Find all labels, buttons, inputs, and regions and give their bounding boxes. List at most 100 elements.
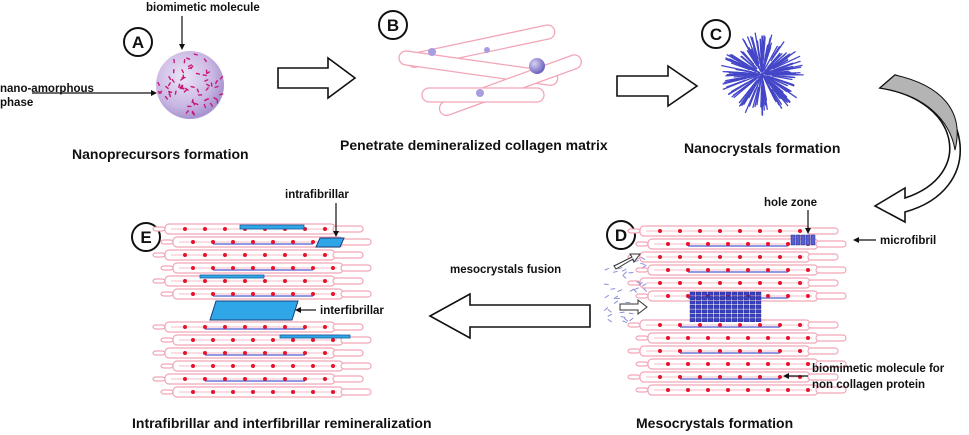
biomimetic-spike: [164, 95, 168, 100]
mesocrystal-unit: [737, 291, 744, 296]
mineral-dot: [806, 388, 810, 392]
mineral-dot: [263, 253, 267, 257]
fibril-tail: [807, 347, 839, 355]
mineral-dot: [706, 268, 710, 272]
hole-zone-crystals: [790, 234, 816, 246]
mineral-dot: [718, 323, 722, 327]
mesocrystal-unit: [707, 296, 714, 300]
spray-needle: [607, 318, 612, 323]
nanocrystal-needle: [741, 75, 762, 106]
mesocrystal-unit: [719, 313, 726, 318]
interfibrillar-pointer-head: [295, 307, 301, 313]
caption-d: Mesocrystals formation: [636, 415, 793, 431]
biomimetic-spike: [186, 57, 191, 60]
nanocrystal-needle: [764, 59, 789, 74]
mineral-dot: [746, 388, 750, 392]
mineral-dot: [666, 294, 670, 298]
biomimetic-molecule-label: biomimetic molecule: [146, 2, 260, 14]
nanocrystal-needle: [771, 88, 783, 105]
fibril-end: [152, 350, 166, 356]
biomimetic-spike: [195, 72, 201, 75]
mineral-dot: [738, 375, 742, 379]
biomimetic-spike: [168, 75, 172, 81]
interfibrillar-label: interfibrillar: [320, 305, 384, 317]
mesocrystal-unit: [725, 305, 732, 309]
mineral-dot: [786, 294, 790, 298]
mesocrystal-unit: [737, 305, 744, 309]
mesocrystal-unit: [731, 309, 738, 314]
mineral-dot: [323, 351, 327, 355]
precursor-ball: [529, 58, 545, 74]
mineral-dot: [283, 377, 287, 381]
nanocrystal-needle: [754, 73, 763, 108]
fibril-tail: [340, 362, 372, 370]
fibril-end: [635, 267, 649, 273]
mesocrystal-unit: [719, 309, 726, 314]
mesocrystal-unit: [749, 313, 756, 318]
fibril-tail: [815, 334, 847, 342]
nanocrystal-needle: [740, 50, 758, 70]
mesocrystal-unit: [713, 318, 720, 322]
nanocrystal-needle: [730, 62, 751, 71]
mesocrystal-unit: [743, 296, 750, 300]
fibril-tail: [332, 225, 364, 233]
mineral-dot: [806, 268, 810, 272]
nanocrystal-needle: [766, 75, 795, 87]
nanocrystal-needle: [761, 63, 793, 75]
mesocrystal-unit: [695, 305, 702, 309]
nanocrystal-needle: [728, 77, 757, 95]
biomimetic-spike: [157, 81, 160, 86]
spray-needle: [634, 287, 639, 291]
mineral-dot: [726, 388, 730, 392]
mineral-dot: [191, 266, 195, 270]
intrafibrillar-pointer-head: [333, 231, 339, 237]
mineral-dot: [303, 253, 307, 257]
biomimetic-spike: [191, 112, 196, 116]
nanocrystal-needle: [768, 76, 788, 87]
mineral-dot: [786, 242, 790, 246]
mesocrystal-unit: [755, 296, 762, 300]
fibril-tail: [332, 277, 364, 285]
nanocrystal-needle: [759, 38, 763, 65]
mineral-dot: [726, 268, 730, 272]
spray-needle: [636, 281, 642, 285]
fibril-tail: [815, 266, 847, 274]
mesocrystal-unit: [737, 296, 744, 300]
mineral-dot: [698, 349, 702, 353]
mineral-dot: [191, 390, 195, 394]
mesocrystal-unit: [701, 296, 708, 300]
mineral-dot: [251, 364, 255, 368]
mesocrystal-unit: [695, 296, 702, 300]
mineral-dot: [211, 292, 215, 296]
mineral-dot: [251, 292, 255, 296]
mineral-dot: [271, 364, 275, 368]
nanocrystal-needle: [771, 75, 793, 81]
biomimetic-spike: [214, 85, 219, 89]
mineral-dot: [778, 281, 782, 285]
mineral-dot: [183, 325, 187, 329]
mineral-dot: [666, 336, 670, 340]
mesocrystal-unit: [731, 296, 738, 300]
mesocrystal-unit: [695, 313, 702, 318]
mineral-dot: [311, 266, 315, 270]
mineral-dot: [718, 281, 722, 285]
biomimetic-spike: [203, 58, 207, 63]
mesocrystal-unit: [755, 313, 762, 318]
mineral-dot: [311, 364, 315, 368]
mesocrystal-unit: [731, 300, 738, 305]
mineral-dot: [686, 242, 690, 246]
mesocrystal-unit: [707, 300, 714, 305]
biomimetic-spike: [185, 110, 189, 114]
mesocrystal-unit: [743, 313, 750, 318]
mesocrystal-unit: [737, 300, 744, 305]
mesocrystal-unit: [725, 309, 732, 314]
fibril-end: [635, 293, 649, 299]
fibril-tail: [815, 360, 847, 368]
intrafibrillar-mineral: [315, 237, 345, 248]
fibril-tail: [807, 279, 839, 287]
mesocrystal-unit: [701, 300, 708, 305]
caption-b: Penetrate demineralized collagen matrix: [340, 137, 608, 153]
mesocrystal-unit: [719, 305, 726, 309]
mineral-dot: [678, 349, 682, 353]
mineral-dot: [243, 325, 247, 329]
